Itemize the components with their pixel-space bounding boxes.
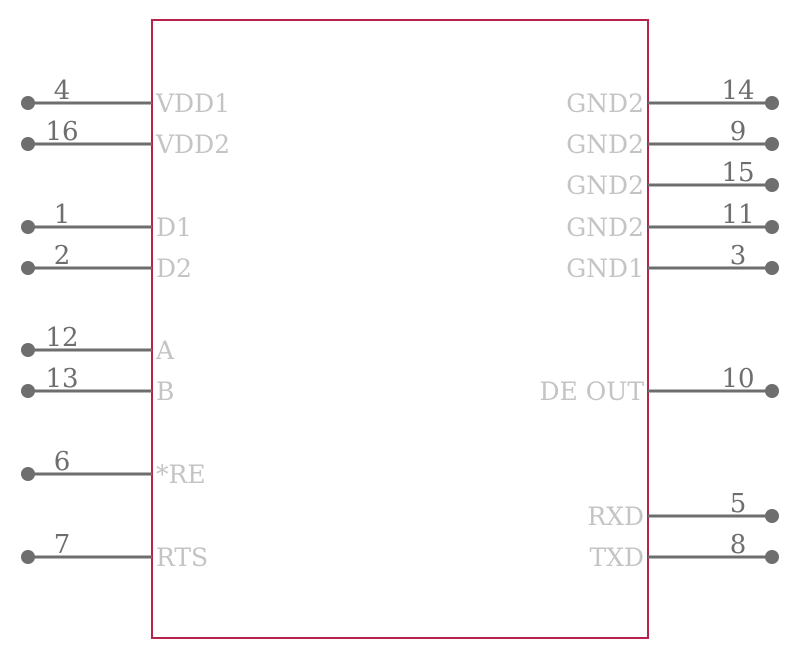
right-pin-5: 5 RXD <box>587 489 779 531</box>
left-pin-4: 4 VDD1 <box>21 76 230 118</box>
right-pin-3-name: GND1 <box>566 254 644 283</box>
right-pin-9-name: GND2 <box>566 130 644 159</box>
left-pin-6: 6 *RE <box>21 447 206 489</box>
right-pin-8: 8 TXD <box>589 530 779 572</box>
left-pin-12-name: A <box>155 336 175 365</box>
left-pin-16-name: VDD2 <box>155 130 230 159</box>
right-pin-14-name: GND2 <box>566 89 644 118</box>
left-pin-13-endpoint-dot <box>21 384 35 398</box>
right-pin-3-endpoint-dot <box>765 261 779 275</box>
left-pin-7-name: RTS <box>156 543 208 572</box>
right-pin-8-number: 8 <box>730 530 747 560</box>
right-pin-10: 10 DE OUT <box>540 364 779 406</box>
left-pin-1: 1 D1 <box>21 200 192 242</box>
ic-body-outline <box>151 19 649 639</box>
right-pin-9-number: 9 <box>730 117 747 147</box>
left-pin-2-endpoint-dot <box>21 261 35 275</box>
right-pin-9: 9 GND2 <box>566 117 779 159</box>
left-pin-13-name: B <box>156 377 174 406</box>
left-pin-16-endpoint-dot <box>21 137 35 151</box>
left-pin-1-name: D1 <box>156 213 192 242</box>
left-pin-16-number: 16 <box>45 117 78 147</box>
right-pin-8-name: TXD <box>589 543 644 572</box>
right-pin-5-name: RXD <box>587 502 644 531</box>
left-pin-13: 13 B <box>21 364 174 406</box>
left-pin-4-number: 4 <box>54 76 71 106</box>
left-pin-7-endpoint-dot <box>21 550 35 564</box>
right-pin-11-endpoint-dot <box>765 220 779 234</box>
left-pin-2: 2 D2 <box>21 241 192 283</box>
left-pin-2-name: D2 <box>156 254 192 283</box>
right-pin-14: 14 GND2 <box>566 76 779 118</box>
left-pin-16: 16 VDD2 <box>21 117 230 159</box>
left-pin-6-name: *RE <box>156 460 206 489</box>
left-pin-group: 4 VDD1 16 VDD2 1 D1 2 D2 12 A 13 B 6 *RE 7 RTS <box>21 76 230 572</box>
left-pin-1-number: 1 <box>54 200 71 230</box>
right-pin-14-number: 14 <box>721 76 754 106</box>
right-pin-10-number: 10 <box>721 364 754 394</box>
right-pin-3: 3 GND1 <box>566 241 779 283</box>
left-pin-12-endpoint-dot <box>21 343 35 357</box>
left-pin-4-name: VDD1 <box>155 89 230 118</box>
left-pin-12-number: 12 <box>45 323 78 353</box>
right-pin-15-name: GND2 <box>566 171 644 200</box>
left-pin-7: 7 RTS <box>21 530 208 572</box>
left-pin-2-number: 2 <box>54 241 71 271</box>
right-pin-15-number: 15 <box>721 158 754 188</box>
right-pin-15: 15 GND2 <box>566 158 779 200</box>
right-pin-3-number: 3 <box>730 241 747 271</box>
right-pin-5-number: 5 <box>730 489 747 519</box>
left-pin-13-number: 13 <box>45 364 78 394</box>
left-pin-7-number: 7 <box>54 530 71 560</box>
left-pin-6-number: 6 <box>54 447 71 477</box>
right-pin-10-name: DE OUT <box>540 377 645 406</box>
left-pin-4-endpoint-dot <box>21 96 35 110</box>
left-pin-12: 12 A <box>21 323 175 365</box>
right-pin-11-name: GND2 <box>566 213 644 242</box>
left-pin-6-endpoint-dot <box>21 467 35 481</box>
right-pin-8-endpoint-dot <box>765 550 779 564</box>
right-pin-11-number: 11 <box>721 200 754 230</box>
right-pin-15-endpoint-dot <box>765 178 779 192</box>
right-pin-5-endpoint-dot <box>765 509 779 523</box>
right-pin-10-endpoint-dot <box>765 384 779 398</box>
left-pin-1-endpoint-dot <box>21 220 35 234</box>
right-pin-11: 11 GND2 <box>566 200 779 242</box>
right-pin-9-endpoint-dot <box>765 137 779 151</box>
right-pin-14-endpoint-dot <box>765 96 779 110</box>
